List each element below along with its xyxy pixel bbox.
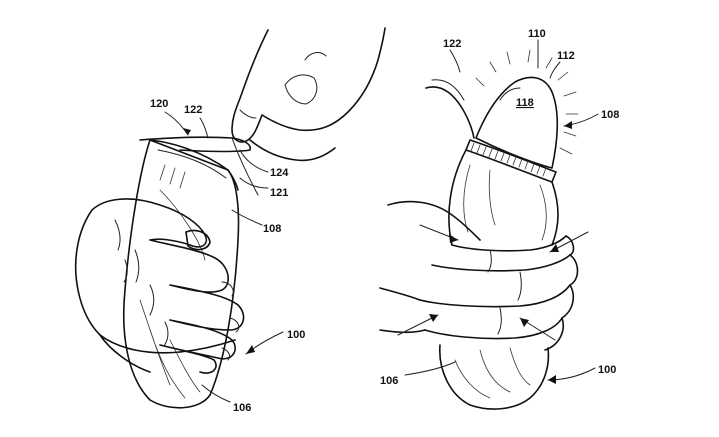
left-container-lid <box>149 139 239 191</box>
right-container-texture <box>463 164 547 241</box>
right-hand-knuckles <box>487 249 522 335</box>
label-108-right: 108 <box>601 109 619 121</box>
right-hand <box>387 200 571 340</box>
left-thumbnail <box>185 229 211 251</box>
label-100-right: 100 <box>598 364 616 376</box>
label-121-left: 121 <box>270 187 288 199</box>
right-dome-cap <box>475 76 559 169</box>
left-upper-hand-palm <box>249 139 336 162</box>
right-container-bottom <box>439 344 550 410</box>
left-tab-strip <box>231 137 259 196</box>
right-tail <box>425 86 475 139</box>
left-container-texture <box>139 164 206 399</box>
label-112-right: 112 <box>557 50 575 62</box>
left-upper-hand <box>231 27 386 143</box>
label-122-right: 122 <box>443 38 461 50</box>
left-labels: 120 122 124 121 108 100 106 <box>150 98 305 414</box>
label-100-left: 100 <box>287 329 305 341</box>
label-106-right: 106 <box>380 375 398 387</box>
label-106-left: 106 <box>233 402 251 414</box>
right-hand-fingers <box>544 235 579 351</box>
left-leader-lines <box>164 111 284 403</box>
left-pull-tab <box>139 136 252 153</box>
right-labels: 122 110 112 118 108 106 100 <box>380 28 619 387</box>
label-120-left: 120 <box>150 98 168 110</box>
label-108-left: 108 <box>263 223 281 235</box>
label-124-left: 124 <box>270 167 289 179</box>
left-hand-knuckles <box>114 219 169 347</box>
label-122-left: 122 <box>184 104 202 116</box>
left-fingernails <box>221 281 240 361</box>
right-illustration <box>379 49 579 410</box>
left-container-body <box>122 139 240 409</box>
right-band-ribs <box>470 142 547 177</box>
label-118-right: 118 <box>516 97 534 109</box>
right-radiating-lines <box>475 49 579 155</box>
left-upper-hand-details <box>239 52 327 119</box>
right-dome-highlight <box>499 87 521 101</box>
label-110-right: 110 <box>528 28 546 40</box>
right-wrist <box>379 287 426 334</box>
left-wrist <box>99 334 236 373</box>
left-container-lid-band <box>157 149 227 179</box>
right-arrows <box>397 39 599 384</box>
left-hand <box>74 198 245 374</box>
left-illustration <box>74 27 386 409</box>
